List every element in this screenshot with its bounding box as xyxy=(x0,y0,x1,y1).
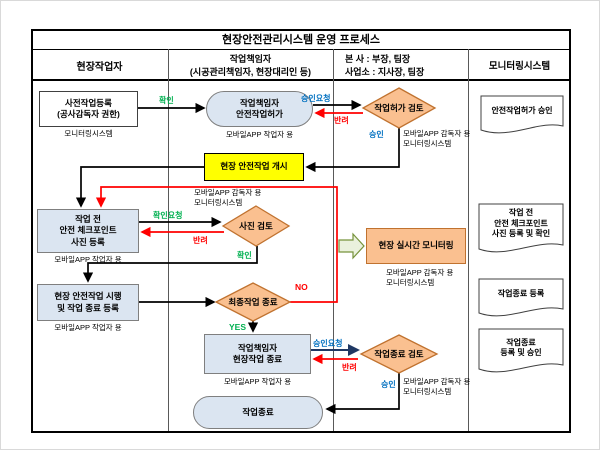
document-end-approved xyxy=(478,328,564,373)
label-doc-end-approved: 작업종료 등록 및 승인 xyxy=(500,337,542,357)
document-end-registered xyxy=(478,278,564,317)
column-header-monitoring: 모니터링시스템 xyxy=(488,61,551,72)
column-divider-2 xyxy=(333,49,334,431)
node-safety-permit: 작업책임자 안전작업허가 xyxy=(206,91,313,127)
edge-label-approve-top: 승인 xyxy=(369,130,384,139)
label-final-end-check: 최종작업 종료 xyxy=(228,296,278,307)
label-doc-checkpoint: 작업 전 안전 체크포인트 사진 등록 및 확인 xyxy=(491,208,551,239)
edge-label-reject-bottom: 반려 xyxy=(342,363,357,372)
column-header-worker: 현장작업자 xyxy=(76,61,123,73)
caption-field-execution: 모바일APP 작업자 용 xyxy=(54,323,122,332)
edge-label-confirm-request: 확인요청 xyxy=(153,211,183,220)
edge-no-loop xyxy=(95,186,338,303)
caption-photo-review-2: 모니터링시스템 xyxy=(194,198,243,207)
edge-label-reject-mid: 반려 xyxy=(193,236,208,245)
caption-end-review-2: 모니터링시스템 xyxy=(403,387,452,396)
edge-label-approve-bottom: 승인 xyxy=(381,380,396,389)
header-divider xyxy=(31,79,571,81)
document-permit-approved xyxy=(480,95,564,134)
caption-realtime-monitoring-2: 모니터링시스템 xyxy=(386,278,435,287)
diagram-outer-border xyxy=(31,29,571,433)
caption-permit-review-1: 모바일APP 감독자 용 xyxy=(403,129,471,138)
node-field-execution: 현장 안전작업 시행 및 작업 종료 등록 xyxy=(37,284,139,321)
document-checkpoint xyxy=(478,203,564,253)
caption-checkpoint-register: 모바일APP 작업자 용 xyxy=(54,255,122,264)
block-arrow-icon xyxy=(338,232,365,260)
diamond-photo-review xyxy=(221,205,291,247)
node-manager-end: 작업책임자 현장작업 종료 xyxy=(204,334,311,374)
edge-label-approval-request-bottom: 승인요청 xyxy=(313,339,343,348)
edge-label-confirm-mid: 확인 xyxy=(237,251,252,260)
column-header-hq: 본 사 : 부장, 팀장 사업소 : 지사장, 팀장 xyxy=(345,54,425,77)
diamond-final-end-check xyxy=(214,282,292,322)
caption-permit-review-2: 모니터링시스템 xyxy=(403,139,452,148)
node-realtime-monitoring: 현장 실시간 모니터링 xyxy=(366,228,466,264)
edge-label-reject-top: 반려 xyxy=(334,116,349,125)
page-title: 현장안전관리시스템 운영 프로세스 xyxy=(222,34,380,46)
edge-label-approval-request-top: 승인요청 xyxy=(301,94,331,103)
node-checkpoint-register: 작업 전 안전 체크포인트 사진 등록 xyxy=(37,209,139,253)
column-header-manager: 작업책임자 (시공관리책임자, 현장대리인 등) xyxy=(189,54,312,77)
caption-realtime-monitoring-1: 모바일APP 감독자 용 xyxy=(386,268,454,277)
caption-end-review-1: 모바일APP 감독자 용 xyxy=(403,377,471,386)
column-divider-3 xyxy=(468,49,469,431)
caption-pre-registration: 모니터링시스템 xyxy=(64,129,113,138)
edge-approve-to-end xyxy=(325,373,400,415)
node-work-start: 현장 안전작업 개시 xyxy=(204,153,304,181)
edge-label-no: NO xyxy=(295,282,308,292)
edge-label-yes: YES xyxy=(229,322,247,332)
caption-manager-end: 모바일APP 작업자 용 xyxy=(223,377,292,386)
caption-safety-permit: 모바일APP 작업자 용 xyxy=(225,130,294,139)
column-divider-1 xyxy=(168,49,169,431)
edge-start-to-checkpoint xyxy=(75,166,204,208)
label-doc-permit-approved: 안전작업허가 승인 xyxy=(491,105,553,115)
edge-label-confirm: 확인 xyxy=(159,96,174,105)
title-divider xyxy=(31,49,571,50)
diamond-end-review xyxy=(359,334,439,374)
label-photo-review: 사진 검토 xyxy=(239,220,273,231)
node-work-end: 작업종료 xyxy=(193,396,323,429)
caption-photo-review-1: 모바일APP 감독자 용 xyxy=(194,188,262,197)
diamond-permit-review xyxy=(361,87,437,129)
label-permit-review: 작업허가 검토 xyxy=(374,102,424,113)
label-doc-end-registered: 작업종료 등록 xyxy=(497,288,545,298)
label-end-review: 작업종료 검토 xyxy=(374,348,424,359)
edge-confirm-to-execution xyxy=(82,246,258,283)
edge-approve-to-start xyxy=(305,128,400,173)
node-pre-registration: 사전작업등록 (공사감독자 권한) xyxy=(39,91,138,127)
